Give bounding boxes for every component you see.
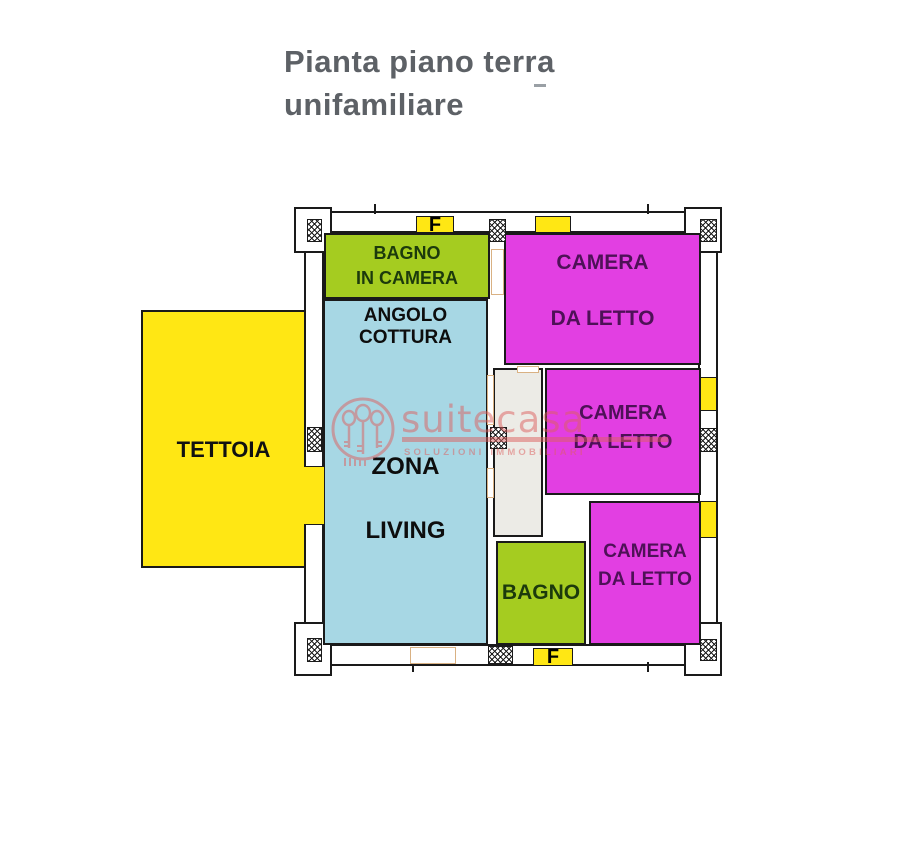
window-top-f: F — [416, 213, 454, 236]
room-camera-3-line2: DA LETTO — [598, 569, 692, 590]
pillar-left-middle — [307, 427, 322, 452]
door-camera-2-top — [517, 366, 539, 373]
window-right-1 — [700, 377, 717, 411]
room-zona-label: ZONA — [371, 453, 440, 480]
pillar-bottom-right — [700, 639, 717, 661]
room-tettoia-label: TETTOIA — [176, 437, 271, 462]
pillar-left-bottom — [307, 638, 322, 662]
room-zona-living: ANGOLO COTTURA ZONA LIVING — [323, 299, 488, 645]
page-title: Pianta piano terra unifamiliare — [284, 40, 555, 126]
dimension-tick — [412, 662, 414, 672]
room-bagno: BAGNO — [496, 541, 586, 645]
pillar-top-left — [307, 219, 322, 242]
room-camera-3-line1: CAMERA — [603, 541, 687, 562]
room-bagno-label: BAGNO — [501, 581, 581, 604]
fixture-label-f-top: F — [428, 213, 442, 236]
pillar-right-middle — [700, 428, 717, 452]
corridor — [493, 368, 543, 537]
room-camera-1-line2: DA LETTO — [550, 307, 655, 330]
room-bagno-in-camera-line1: BAGNO — [373, 243, 441, 263]
room-camera-da-letto-1: CAMERA DA LETTO — [504, 233, 701, 365]
window-bottom-f: F — [533, 646, 573, 668]
pillar-center-middle — [490, 427, 507, 449]
title-line-2: unifamiliare — [284, 87, 464, 122]
room-living-label: LIVING — [365, 517, 446, 544]
fixture-label-f-bottom: F — [546, 646, 560, 668]
title-artifact-dash — [534, 84, 546, 87]
window-right-2 — [700, 501, 717, 538]
pillar-top-right — [700, 219, 717, 242]
window-top-2 — [535, 216, 571, 233]
door-bottom-entrance — [410, 647, 456, 664]
door-corridor-left-b — [487, 468, 494, 498]
room-camera-1-line1: CAMERA — [556, 251, 649, 274]
room-camera-2-line1: CAMERA — [579, 402, 667, 424]
pillar-top-center — [489, 219, 506, 242]
pillar-bottom-center — [488, 646, 513, 664]
room-bagno-in-camera-line2: IN CAMERA — [356, 268, 458, 288]
title-line-1: Pianta piano terra — [284, 44, 555, 79]
room-angolo-cottura-label: ANGOLO COTTURA — [359, 305, 452, 348]
tettoia-door-opening — [304, 466, 324, 525]
room-tettoia: TETTOIA — [141, 310, 306, 568]
room-camera-da-letto-2: CAMERA DA LETTO — [545, 368, 701, 495]
room-camera-2-line2: DA LETTO — [573, 431, 673, 453]
dimension-tick — [647, 204, 649, 214]
door-camera-1-left — [491, 249, 504, 295]
dimension-tick — [374, 204, 376, 214]
door-corridor-left-a — [487, 375, 494, 425]
wall-top — [297, 211, 717, 233]
dimension-tick — [647, 662, 649, 672]
room-camera-da-letto-3: CAMERA DA LETTO — [589, 501, 701, 645]
room-bagno-in-camera: BAGNO IN CAMERA — [324, 233, 490, 299]
